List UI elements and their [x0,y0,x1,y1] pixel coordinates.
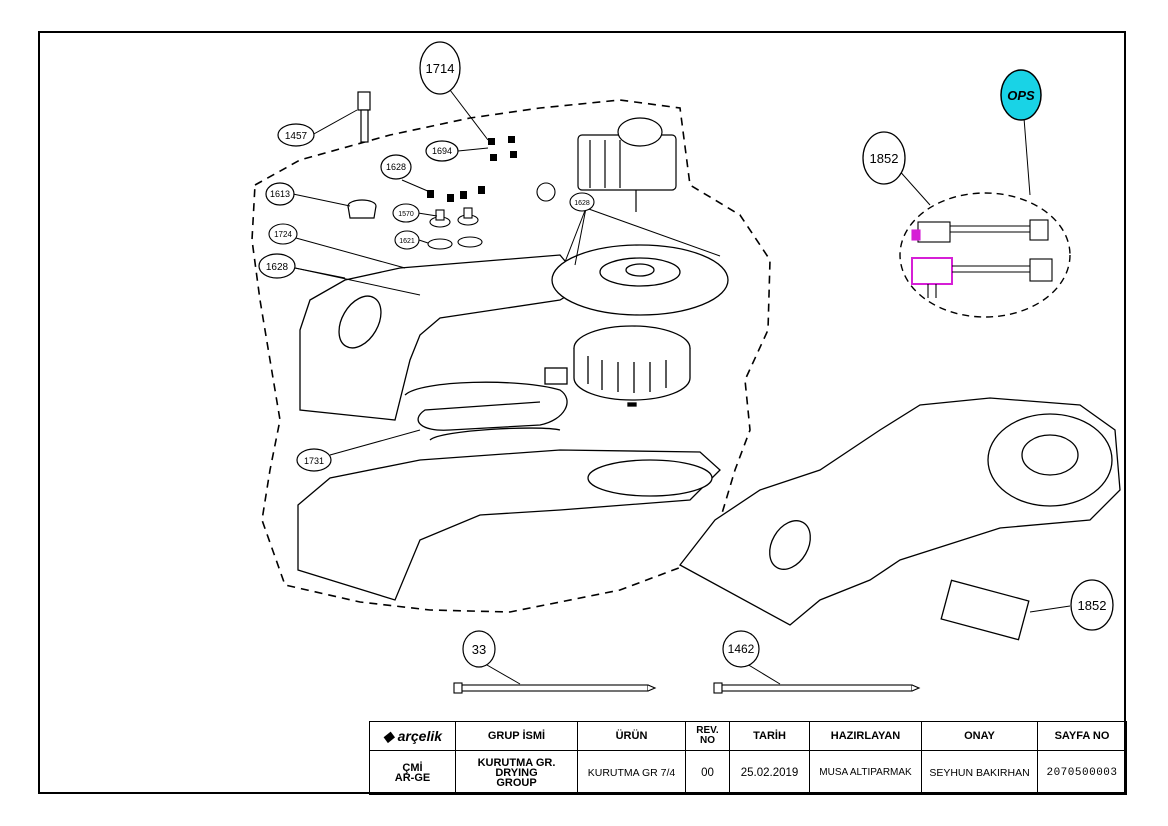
svg-text:1714: 1714 [426,61,455,76]
part-33-cable-tie [453,682,657,694]
header-product: ÜRÜN [577,721,686,751]
callout-marker-x [536,182,556,202]
callout-1628-top: 1628 [380,154,412,180]
department-line2: AR-GE [394,771,431,784]
logo-mark-icon: ◆ [382,727,394,744]
product-value: KURUTMA GR 7/4 [577,750,686,795]
callout-1852-top: 1852 [862,131,906,185]
svg-text:1628: 1628 [266,262,289,273]
part-1852-filter-top [911,219,1049,243]
group-line2: DRYING [495,766,538,779]
svg-text:1724: 1724 [274,230,292,239]
callout-1628-left: 1628 [258,253,296,279]
svg-text:1613: 1613 [270,189,290,199]
callout-1570: 1570 [392,203,420,223]
callout-1852-bottom: 1852 [1070,579,1114,631]
svg-text:1570: 1570 [398,211,414,218]
svg-text:1621: 1621 [399,238,415,245]
header-prepared-by: HAZIRLAYAN [809,721,922,751]
svg-text:1731: 1731 [304,456,324,466]
header-rev: REV. NO [685,721,730,751]
part-1462-cable-tie [713,682,921,694]
callout-1694: 1694 [425,140,459,162]
prepared-by-value: MUSA ALTIPARMAK [809,750,922,795]
assembled-drying-group [679,397,1121,641]
callout-1628-mid: 1628 [569,192,595,212]
svg-text:1628: 1628 [386,162,406,172]
callout-1714: 1714 [419,41,461,95]
part-1694-screws [488,136,517,161]
svg-text:1852: 1852 [1078,598,1107,613]
rev-value: 00 [685,750,730,795]
option-1852-boundary [899,192,1071,318]
callout-1724: 1724 [268,223,298,245]
group-line1: KURUTMA GR. [477,756,556,769]
group-name-cell: KURUTMA GR. DRYING GROUP [455,750,578,795]
department-cell: ÇMİ AR-GE [369,750,456,795]
group-line3: GROUP [496,776,537,789]
header-date: TARİH [729,721,810,751]
svg-text:1628: 1628 [574,200,590,207]
callout-1462: 1462 [722,630,760,668]
callout-1613: 1613 [265,182,295,206]
part-fan-impeller [573,325,691,407]
svg-text:1462: 1462 [728,642,755,656]
header-group-name: GRUP İSMİ [455,721,578,751]
callout-ops: OPS [1000,69,1042,121]
part-1628-screws [427,186,485,202]
svg-text:1852: 1852 [870,151,899,166]
title-block: ◆ arçelik GRUP İSMİ ÜRÜN REV. NO TARİH H… [369,721,1127,795]
part-fan-housing [551,244,729,316]
part-1457-sensor [357,91,371,143]
part-1621-thermostat [427,236,483,250]
department-line1: ÇMİ [402,761,423,774]
svg-text:33: 33 [472,642,486,657]
callout-1731: 1731 [296,448,332,472]
part-1731-heater [404,367,568,441]
assembly-1714-boundary [251,99,771,613]
part-motor [577,117,677,212]
svg-text:1694: 1694 [432,146,452,156]
part-1852-filter-bottom [911,257,1053,298]
company-logo: ◆ arçelik [369,721,456,751]
part-bottom-duct [297,449,721,601]
header-approval: ONAY [921,721,1038,751]
part-upper-duct-cover [299,254,586,421]
callout-1621: 1621 [394,230,420,250]
callout-1457: 1457 [277,123,315,147]
date-value: 25.02.2019 [729,750,810,795]
header-page-no: SAYFA NO [1037,721,1127,751]
svg-text:1457: 1457 [285,131,308,142]
part-1570-thermostat [429,207,479,228]
approval-value: SEYHUN BAKIRHAN [921,750,1038,795]
callout-33: 33 [462,630,496,668]
svg-text:OPS: OPS [1007,88,1035,103]
page-no-value: 2070500003 [1037,750,1127,795]
part-1613-cap [347,199,377,219]
leader-lines [292,89,1071,685]
